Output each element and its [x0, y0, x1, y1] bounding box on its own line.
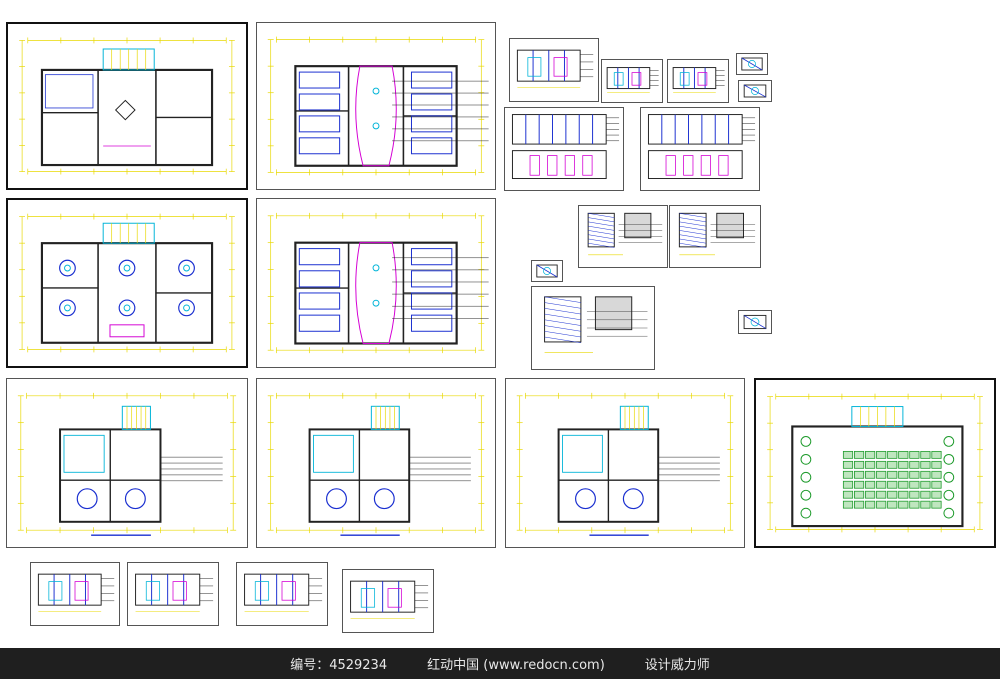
- sheet-third-floor-plan[interactable]: [6, 378, 248, 548]
- designer-credit-text: 设计威力师: [644, 658, 710, 673]
- sheet-detail-icon[interactable]: [531, 260, 563, 282]
- sheet-detail[interactable]: [669, 205, 761, 268]
- sheet-first-floor-ceiling[interactable]: [256, 22, 496, 190]
- sheet-detail-icon[interactable]: [738, 310, 772, 334]
- sheet-elevation[interactable]: [601, 59, 663, 103]
- sheet-elevation[interactable]: [342, 569, 434, 633]
- sheet-detail[interactable]: [578, 205, 668, 268]
- sheet-elevation[interactable]: [509, 38, 599, 102]
- image-id-text: 编号：4529234: [290, 658, 388, 673]
- sheet-elevation[interactable]: [127, 562, 219, 626]
- site-credit-text: 红动中国 (www.redocn.com): [427, 658, 605, 673]
- sheet-first-floor-plan[interactable]: [6, 22, 248, 190]
- sheet-third-floor-ceiling[interactable]: [256, 378, 496, 548]
- sheet-detail-icon[interactable]: [736, 53, 768, 75]
- sheet-detail-icon[interactable]: [738, 80, 772, 102]
- sheet-elevation-wide[interactable]: [504, 107, 624, 191]
- sheet-elevation[interactable]: [667, 59, 729, 103]
- sheet-roof-garden[interactable]: [754, 378, 996, 548]
- sheet-second-floor-ceiling[interactable]: [256, 198, 496, 368]
- watermark-footer: 编号：4529234 红动中国 (www.redocn.com) 设计威力师: [0, 648, 1000, 679]
- sheet-elevation[interactable]: [236, 562, 328, 626]
- sheet-detail[interactable]: [531, 286, 655, 370]
- sheet-elevation-wide[interactable]: [640, 107, 760, 191]
- sheet-elevation[interactable]: [30, 562, 120, 626]
- sheet-second-floor-plan[interactable]: [6, 198, 248, 368]
- sheet-third-floor-flooring[interactable]: [505, 378, 745, 548]
